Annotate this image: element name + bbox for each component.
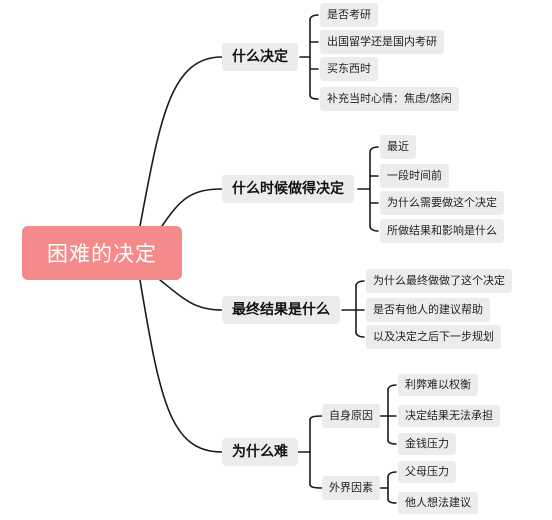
leaf-item[interactable]: 决定结果无法承担 <box>398 405 500 427</box>
leaf-item[interactable]: 出国留学还是国内考研 <box>320 30 444 54</box>
leaf-item[interactable]: 为什么需要做这个决定 <box>380 191 504 215</box>
leaf-item[interactable]: 买东西时 <box>320 57 378 81</box>
leaf-item[interactable]: 所做结果和影响是什么 <box>380 219 504 243</box>
group-external-factors[interactable]: 外界因素 <box>322 476 380 500</box>
leaf-item[interactable]: 金钱压力 <box>398 433 456 455</box>
branch-what-decision[interactable]: 什么决定 <box>222 43 298 71</box>
leaf-item[interactable]: 以及决定之后下一步规划 <box>366 325 501 349</box>
branch-final-result[interactable]: 最终结果是什么 <box>222 296 340 324</box>
leaf-item[interactable]: 为什么最终做做了这个决定 <box>366 269 512 293</box>
root-node[interactable]: 困难的决定 <box>22 226 182 280</box>
branch-when-decided[interactable]: 什么时候做得决定 <box>222 175 354 203</box>
group-internal-reasons[interactable]: 自身原因 <box>322 404 380 428</box>
leaf-item[interactable]: 他人想法建议 <box>398 492 478 514</box>
leaf-item[interactable]: 是否有他人的建议帮助 <box>366 298 490 322</box>
leaf-item[interactable]: 父母压力 <box>398 461 456 483</box>
leaf-item[interactable]: 最近 <box>380 135 416 159</box>
leaf-item[interactable]: 利弊难以权衡 <box>398 374 478 396</box>
leaf-item[interactable]: 一段时间前 <box>380 164 449 188</box>
leaf-item[interactable]: 补充当时心情：焦虑/悠闲 <box>320 87 459 111</box>
leaf-item[interactable]: 是否考研 <box>320 3 378 27</box>
branch-why-difficult[interactable]: 为什么难 <box>222 438 298 466</box>
